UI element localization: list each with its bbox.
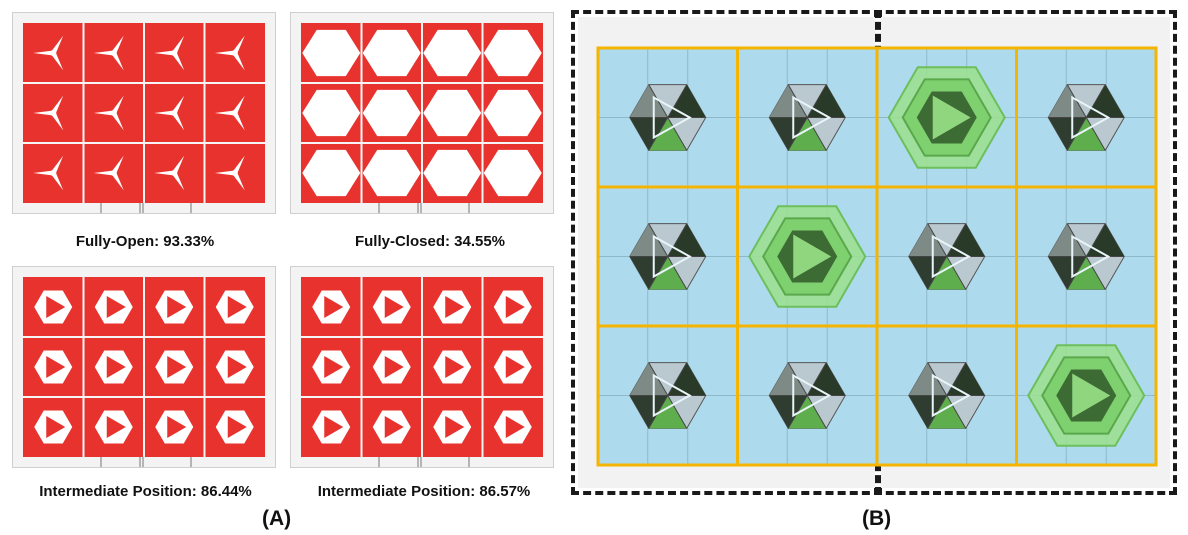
panel-b-label: (B): [862, 507, 891, 531]
